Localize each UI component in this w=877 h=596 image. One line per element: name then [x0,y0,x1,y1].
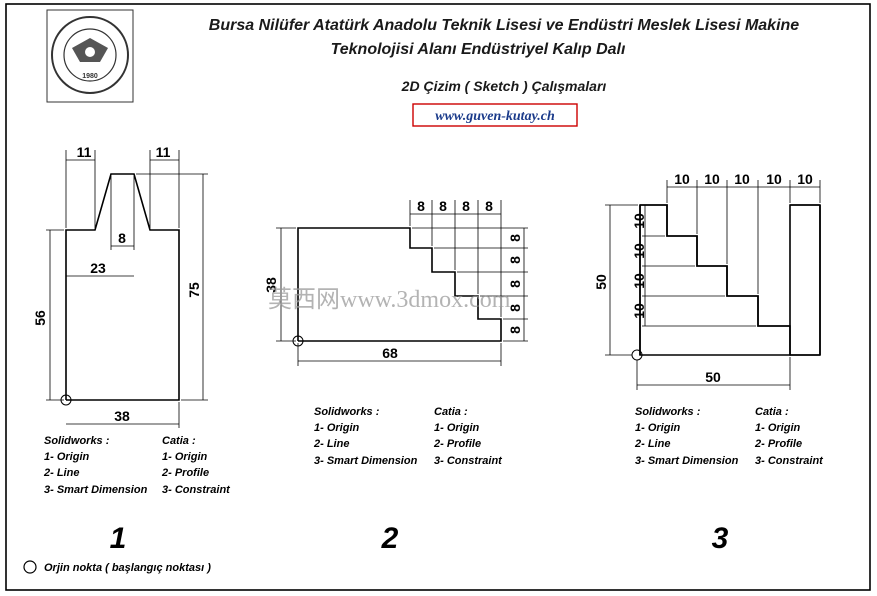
school-logo: 1980 [46,9,134,103]
catia-step-1-1: 1- Origin [162,451,208,463]
catia-step-3-3: 3- Constraint [755,455,824,467]
dim-2-right-step-1: 8 [507,234,523,242]
dim-2-top-step-1: 8 [417,198,425,214]
solidworks-step-3-3: 3- Smart Dimension [635,455,739,467]
drawing-number-3: 3 [712,522,729,555]
dim-2-right-step-3: 8 [507,280,523,288]
solidworks-step-1-1: 1- Origin [44,451,90,463]
catia-step-3-1: 1- Origin [755,422,801,434]
website-box [412,103,578,127]
logo-year: 1980 [82,73,98,80]
sheet-border [5,3,871,591]
dim-3-top-step-5: 10 [797,171,813,187]
dim-3-left-step-1: 10 [631,213,647,229]
dim-1-right-height: 75 [186,282,202,298]
dim-2-height: 38 [263,277,279,293]
dim-3-top-step-4: 10 [766,171,782,187]
drawing-1: 11 11 8 23 56 75 38 Solidworks : 1- Orig… [32,144,231,555]
solidworks-step-3-1: 1- Origin [635,422,681,434]
solidworks-step-2-2: 2- Line [313,438,349,450]
dim-1-top-right: 11 [156,144,171,160]
dim-1-base-inner: 23 [90,260,106,276]
catia-step-1-2: 2- Profile [161,467,209,479]
dim-3-left-step-2: 10 [631,243,647,259]
solidworks-step-2-3: 3- Smart Dimension [314,455,418,467]
catia-step-1-3: 3- Constraint [162,484,231,496]
dim-1-left-height: 56 [32,310,48,326]
solidworks-step-3-2: 2- Line [634,438,670,450]
solidworks-heading-1: Solidworks : [44,435,110,447]
watermark-text: 莫西网www.3dmox.com [268,286,511,313]
catia-step-3-2: 2- Profile [754,438,802,450]
drawing-2: 8 8 8 8 8 8 8 8 8 38 68 Solidworks : 1- … [263,198,528,555]
solidworks-step-2-1: 1- Origin [314,422,360,434]
dim-1-bottom-width: 38 [114,408,130,424]
dim-3-top-step-3: 10 [734,171,750,187]
dim-2-top-step-2: 8 [439,198,447,214]
dim-3-height: 50 [593,274,609,290]
drawing-number-2: 2 [381,522,399,555]
dim-2-right-step-5: 8 [507,326,523,334]
drawing-1-profile [65,173,180,401]
solidworks-step-1-2: 2- Line [43,467,79,479]
dim-3-left-step-4: 10 [631,303,647,319]
origin-legend-icon [23,560,37,574]
dim-2-top-step-3: 8 [462,198,470,214]
dim-2-top-step-4: 8 [485,198,493,214]
catia-step-2-2: 2- Profile [433,438,481,450]
dim-2-right-step-2: 8 [507,256,523,264]
drawing-3-profile [639,204,791,356]
origin-legend-label: Orjin nokta ( başlangıç noktası ) [44,562,211,574]
catia-heading-3: Catia : [755,406,789,418]
dim-3-top-step-1: 10 [674,171,690,187]
solidworks-heading-2: Solidworks : [314,406,380,418]
dim-1-inner-width: 8 [118,230,126,246]
drawing-number-1: 1 [110,522,127,555]
drawing-2-profile [297,227,502,342]
catia-step-2-1: 1- Origin [434,422,480,434]
page-subtitle: 2D Çizim ( Sketch ) Çalışmaları [401,78,607,94]
catia-heading-2: Catia : [434,406,468,418]
dim-2-right-step-4: 8 [507,304,523,312]
dim-1-top-left: 11 [77,144,92,160]
drawing-3: 10 10 10 10 10 10 10 10 10 50 50 Solidwo… [593,171,824,555]
title-line-1: Bursa Nilüfer Atatürk Anadolu Teknik Lis… [209,17,800,34]
solidworks-step-1-3: 3- Smart Dimension [44,484,148,496]
title-line-2: Teknolojisi Alanı Endüstriyel Kalıp Dalı [331,41,626,58]
dim-3-top-step-2: 10 [704,171,720,187]
website-link[interactable]: www.guven-kutay.ch [435,109,555,124]
solidworks-heading-3: Solidworks : [635,406,701,418]
catia-step-2-3: 3- Constraint [434,455,503,467]
dim-3-width: 50 [705,369,721,385]
dim-3-left-step-3: 10 [631,273,647,289]
catia-heading-1: Catia : [162,435,196,447]
dim-2-width: 68 [382,345,398,361]
